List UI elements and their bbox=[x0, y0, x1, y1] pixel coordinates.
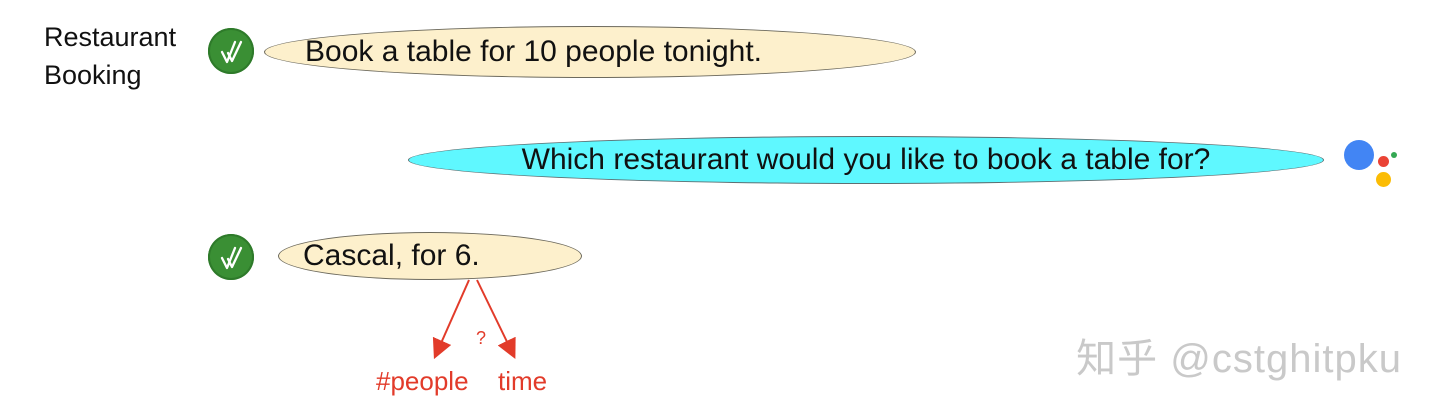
user-message-bubble-1: Book a table for 10 people tonight. bbox=[264, 26, 916, 78]
assistant-avatar-icon bbox=[1340, 136, 1400, 194]
slot-label-people: #people bbox=[376, 366, 469, 396]
assistant-yellow-dot bbox=[1376, 172, 1391, 187]
arrow-to-time bbox=[476, 279, 516, 359]
domain-label-line-1: Restaurant bbox=[44, 22, 177, 52]
assistant-red-dot bbox=[1378, 156, 1389, 167]
assistant-message-bubble: Which restaurant would you like to book … bbox=[408, 136, 1324, 184]
arrow-to-people bbox=[432, 279, 470, 360]
user-avatar-icon bbox=[208, 28, 254, 74]
domain-label: Restaurant Booking bbox=[44, 18, 204, 94]
assistant-blue-dot bbox=[1344, 140, 1374, 170]
slot-label-time: time bbox=[498, 366, 548, 396]
watermark: 知乎 @cstghitpku bbox=[1076, 337, 1402, 381]
user-message-text-2: Cascal, for 6. bbox=[303, 239, 480, 272]
user-message-text-1: Book a table for 10 people tonight. bbox=[305, 35, 763, 68]
user-avatar-icon bbox=[208, 234, 254, 280]
ambiguity-question-mark: ? bbox=[476, 328, 487, 348]
assistant-message-text: Which restaurant would you like to book … bbox=[521, 143, 1211, 176]
assistant-green-dot bbox=[1391, 152, 1397, 158]
user-message-bubble-2: Cascal, for 6. bbox=[278, 232, 582, 280]
domain-label-line-2: Booking bbox=[44, 60, 142, 90]
